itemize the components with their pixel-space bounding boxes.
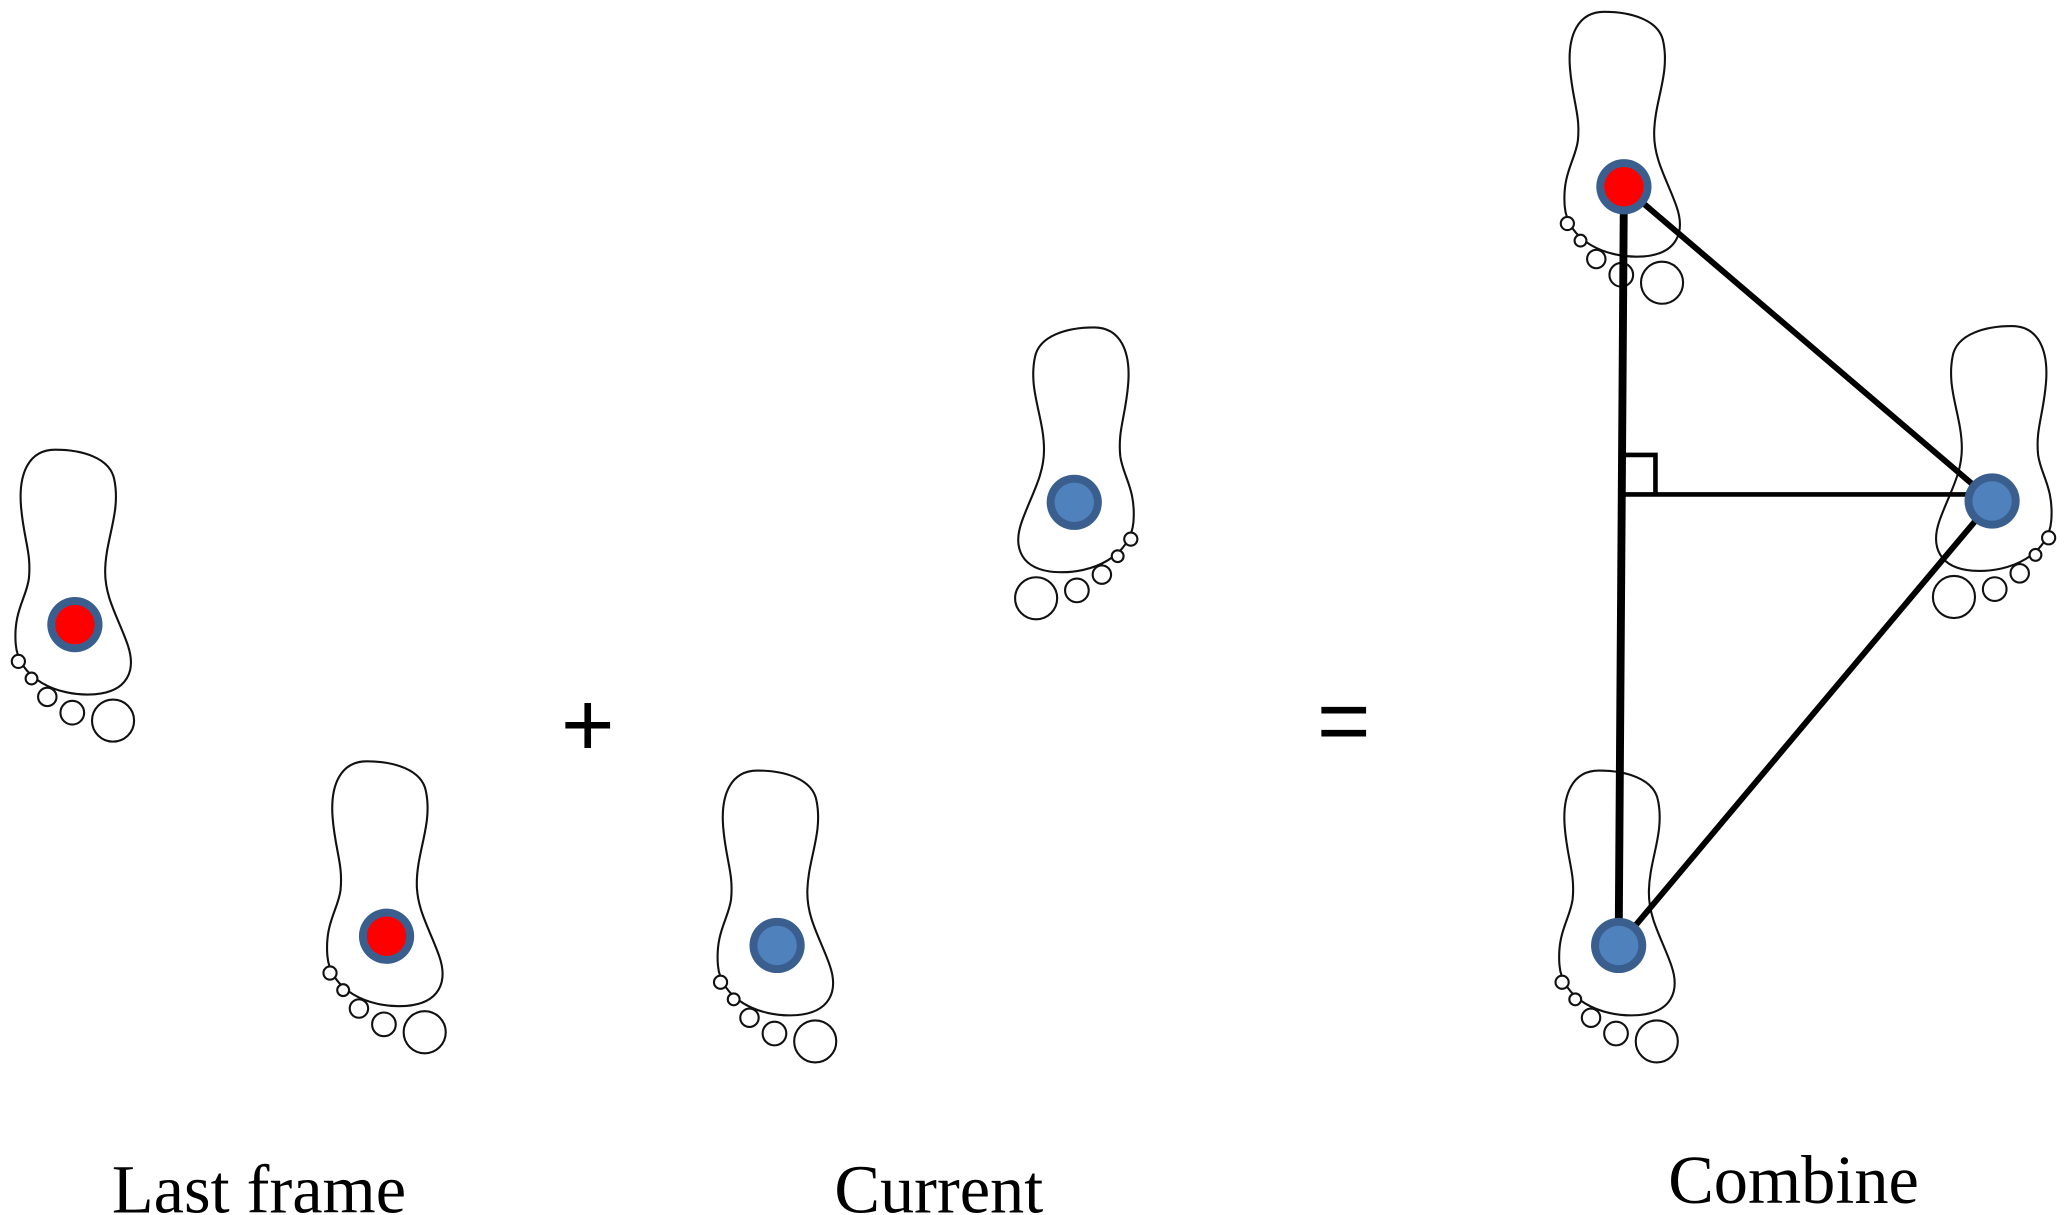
- last-frame-foot-2-icon: [322, 760, 447, 1055]
- current-foot-2-icon: [1014, 326, 1139, 621]
- combine-foot-bottom-pressure-dot: [1598, 925, 1639, 966]
- vertical-line: [1614, 186, 1628, 946]
- current-foot-1-pressure-dot: [757, 925, 797, 966]
- combine-foot-right-icon: [1931, 325, 2057, 620]
- equals-operator: =: [1317, 669, 1371, 772]
- right-angle-marker: [1623, 452, 1658, 495]
- bottom-diagonal-line: [1616, 499, 1995, 948]
- last-frame-foot-2-pressure-dot: [366, 916, 407, 956]
- current-foot-1-icon: [712, 769, 838, 1064]
- combine-foot-top-pressure-dot: [1604, 166, 1644, 207]
- label-current: Current: [834, 1151, 1043, 1215]
- label-last-frame: Last frame: [112, 1151, 406, 1215]
- label-combine: Combine: [1668, 1142, 1919, 1215]
- last-frame-foot-1-pressure-dot: [55, 604, 95, 645]
- current-foot-2-pressure-dot: [1054, 482, 1094, 523]
- last-frame-foot-1-icon: [10, 448, 136, 743]
- top-diagonal-line: [1621, 184, 1995, 504]
- plus-operator: +: [561, 673, 615, 776]
- combine-geometry: [1614, 184, 1995, 948]
- combine-foot-right-pressure-dot: [1972, 481, 2012, 521]
